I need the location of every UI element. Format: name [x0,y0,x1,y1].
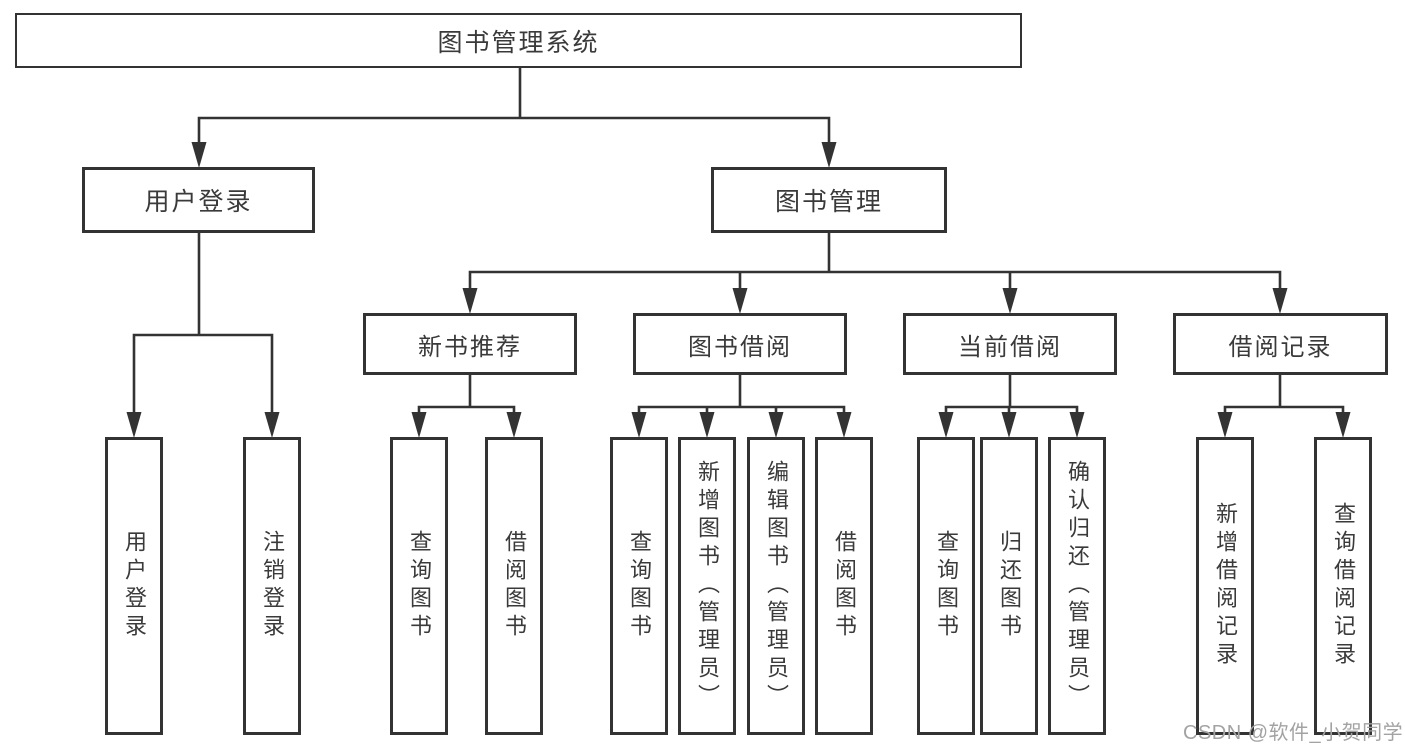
arrowhead [1217,412,1233,438]
node-book-borrowing: 图书借阅 [633,313,847,375]
connector-borrow-to-leaves [637,375,846,414]
leaf-borrow-book-recommend: 借阅图书 [485,437,543,735]
leaf-add-borrow-record: 新增借阅记录 [1196,437,1254,735]
arrowhead [732,288,748,314]
leaf-borrow-book: 借阅图书 [815,437,873,735]
node-current-borrowing: 当前借阅 [903,313,1117,375]
arrowhead [631,412,647,438]
leaf-query-book-current: 查询图书 [917,437,975,735]
leaf-query-book-borrow: 查询图书 [610,437,668,735]
leaf-query-borrow-record: 查询借阅记录 [1314,437,1372,735]
arrowhead [506,412,522,438]
connector-recommend-to-leaves [417,375,516,414]
node-library-management-system: 图书管理系统 [15,13,1022,68]
arrowhead [411,412,427,438]
leaf-confirm-return-admin: 确认归还（管理员） [1048,437,1106,735]
connector-bookmgmt-to-level3 [468,233,1282,290]
leaf-add-book-admin: 新增图书（管理员） [678,437,736,735]
connector-records-to-leaves [1223,375,1345,414]
arrowhead [191,142,207,168]
connector-userlogin-to-leaves [132,233,274,414]
connector-current-to-leaves [944,375,1079,414]
node-user-login: 用户登录 [82,167,315,233]
node-new-book-recommendation: 新书推荐 [363,313,577,375]
arrowhead [1002,288,1018,314]
arrowhead [821,142,837,168]
watermark: CSDN @软件_小贺同学 [1183,722,1404,744]
arrowhead [1001,412,1017,438]
node-borrowing-records: 借阅记录 [1173,313,1388,375]
leaf-logout: 注销登录 [243,437,301,735]
arrowhead [264,412,280,438]
leaf-edit-book-admin: 编辑图书（管理员） [747,437,805,735]
arrowhead [1272,288,1288,314]
leaf-user-login: 用户登录 [105,437,163,735]
arrowhead [1335,412,1351,438]
leaf-query-book-recommend: 查询图书 [390,437,448,735]
arrowhead [768,412,784,438]
arrowheads [126,142,1351,438]
arrowhead [836,412,852,438]
arrowhead [462,288,478,314]
node-book-management: 图书管理 [711,167,947,233]
arrowhead [699,412,715,438]
arrowhead [938,412,954,438]
arrowhead [1069,412,1085,438]
connector-root-to-level2 [197,68,831,144]
arrowhead [126,412,142,438]
leaf-return-book: 归还图书 [980,437,1038,735]
